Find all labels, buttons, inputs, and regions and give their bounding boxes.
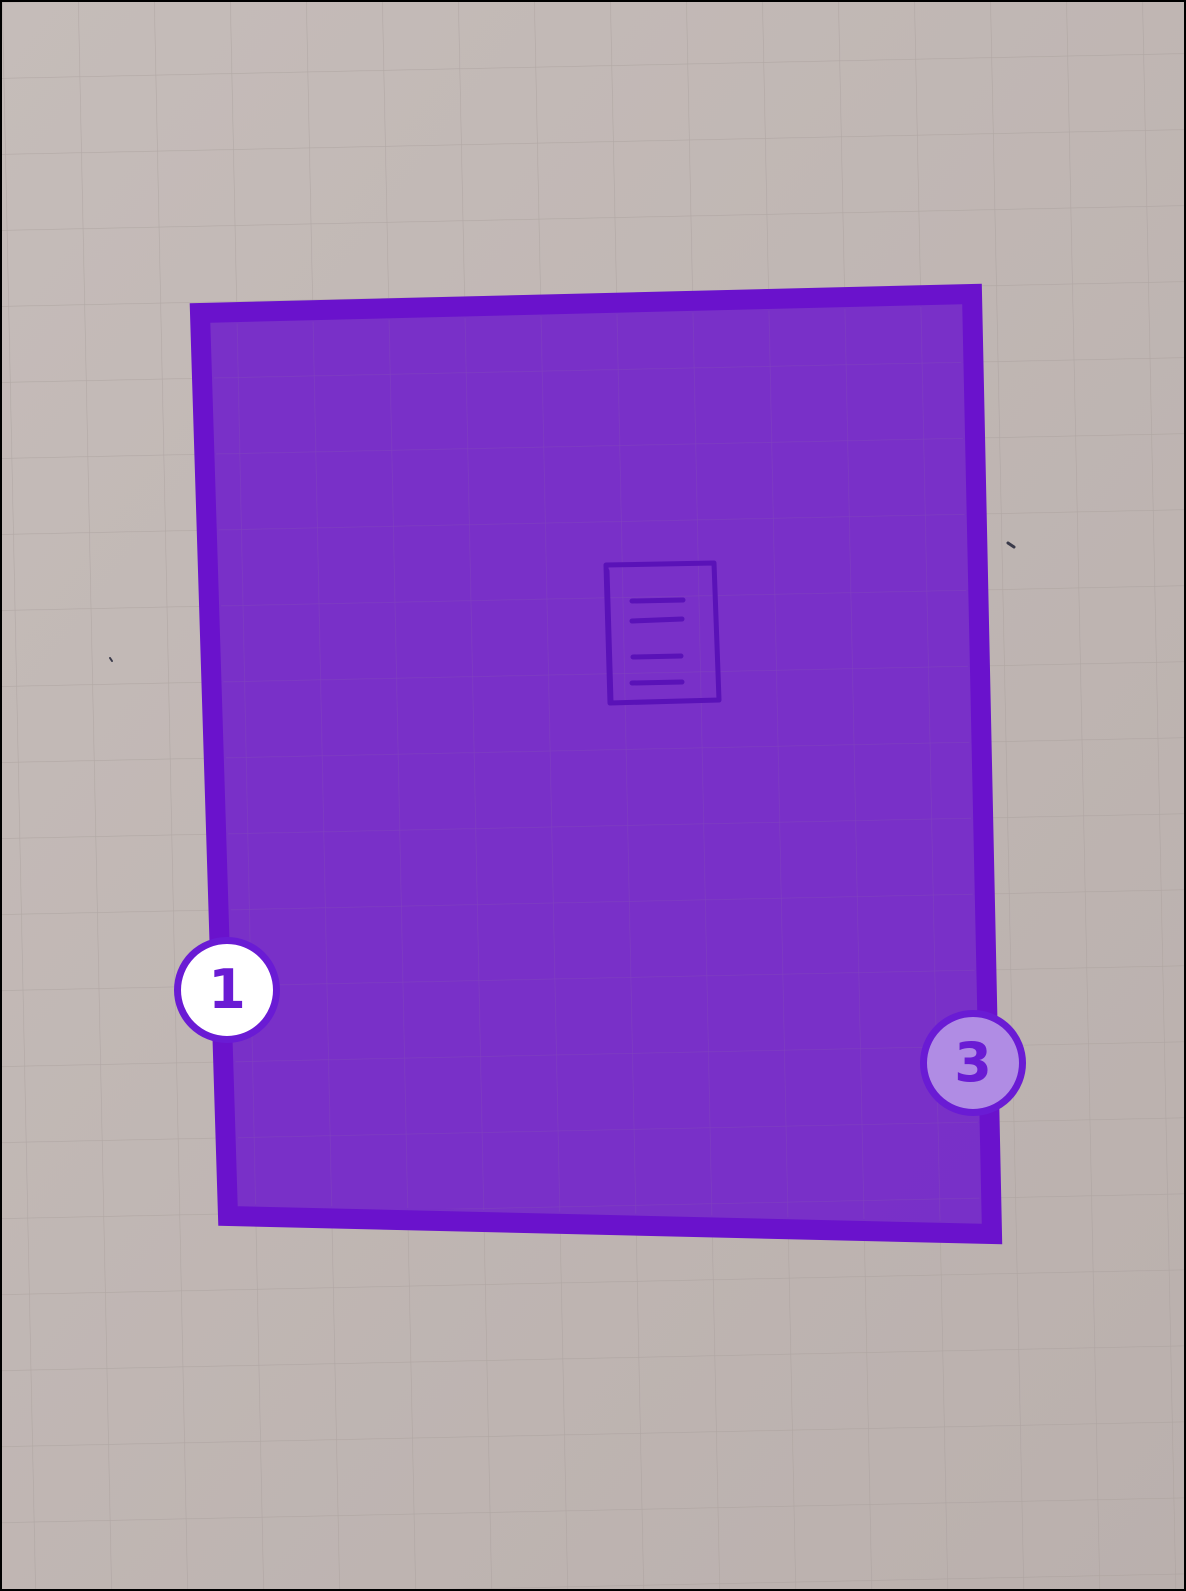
corner-marker-3-label: 3 bbox=[954, 1036, 992, 1090]
corner-marker-1-label: 1 bbox=[208, 963, 246, 1017]
corner-marker-1[interactable]: 1 bbox=[174, 937, 280, 1043]
corner-marker-3[interactable]: 3 bbox=[920, 1010, 1026, 1116]
selection-inner-grid bbox=[212, 306, 980, 1222]
